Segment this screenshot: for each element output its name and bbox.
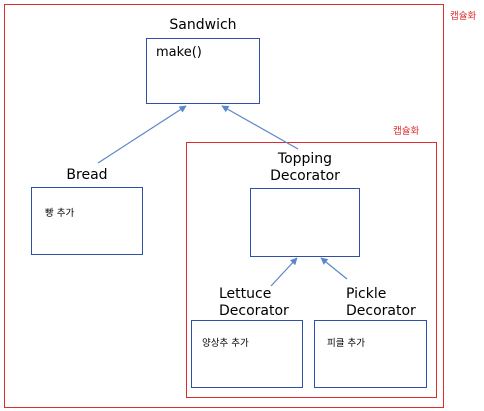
sandwich-class-name: Sandwich: [169, 17, 237, 33]
lettuce-to-topping-arrow: [270, 257, 298, 287]
lettuce-decorator-name-line2: Decorator: [219, 303, 289, 319]
sandwich-make-method: make(): [156, 45, 202, 60]
pickle-decorator-box: [314, 320, 427, 388]
outer-encapsulation-note: 캡슐화: [450, 11, 477, 22]
lettuce-decorator-box: [191, 320, 303, 388]
pickle-decorator-body: 피클 추가: [327, 338, 365, 349]
lettuce-decorator-name-line1: Lettuce: [219, 286, 272, 302]
pickle-to-topping-arrow: [320, 257, 348, 280]
pickle-decorator-name-line2: Decorator: [346, 303, 416, 319]
sandwich-class-box: [146, 38, 260, 104]
topping-decorator-box: [250, 188, 360, 257]
inner-encapsulation-note: 캡슐화: [393, 126, 420, 137]
topping-decorator-name-line2: Decorator: [270, 168, 340, 184]
bread-class-body: 빵 추가: [45, 208, 75, 219]
bread-class-box: [31, 187, 143, 255]
lettuce-decorator-body: 양상추 추가: [202, 338, 249, 349]
bread-class-name: Bread: [66, 167, 108, 183]
inner-encapsulation-frame: [186, 142, 437, 398]
bread-to-sandwich-arrow: [97, 105, 187, 164]
topping-decorator-name-line1: Topping: [277, 151, 333, 167]
topping-to-sandwich-arrow: [221, 105, 299, 150]
outer-encapsulation-frame: [4, 4, 444, 408]
pickle-decorator-name-line1: Pickle: [346, 286, 387, 302]
